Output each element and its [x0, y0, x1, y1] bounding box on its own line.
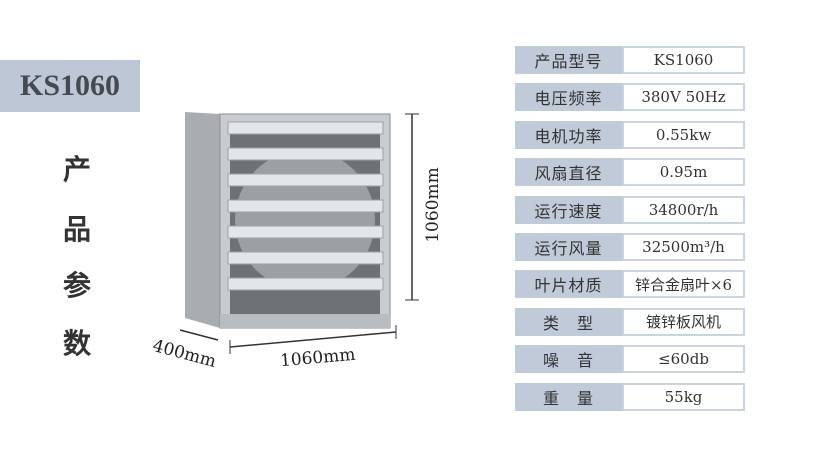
- spec-row: 噪 音≤60db: [515, 345, 745, 374]
- spec-value: ≤60db: [622, 345, 745, 374]
- spec-value: 锌合金扇叶×6: [622, 270, 745, 299]
- side-title-char: 参: [62, 269, 91, 302]
- spec-label: 电机功率: [515, 120, 622, 149]
- side-title-char: 数: [62, 327, 91, 360]
- spec-row: 叶片材质锌合金扇叶×6: [515, 270, 745, 299]
- spec-label: 类 型: [515, 307, 622, 336]
- spec-value: 55kg: [622, 382, 745, 411]
- side-title-char: 产: [62, 153, 91, 186]
- spec-value: 0.55kw: [622, 120, 745, 149]
- spec-value: 32500m³/h: [622, 233, 745, 261]
- spec-label: 运行风量: [515, 233, 622, 261]
- spec-value: 34800r/h: [622, 195, 745, 224]
- spec-row: 类 型镀锌板风机: [515, 307, 745, 336]
- spec-label: 噪 音: [515, 345, 622, 374]
- spec-label: 产品型号: [515, 46, 622, 74]
- spec-value: 镀锌板风机: [622, 307, 745, 336]
- fan-image: [179, 112, 419, 354]
- spec-label: 风扇直径: [515, 158, 622, 187]
- spec-label: 电压频率: [515, 83, 622, 112]
- spec-label: 运行速度: [515, 195, 622, 224]
- spec-label: 叶片材质: [515, 270, 622, 299]
- spec-value: 380V 50Hz: [622, 83, 745, 112]
- spec-value: 0.95m: [622, 158, 745, 187]
- height-dimension: 1060mm: [422, 167, 443, 243]
- side-title-char: 品: [62, 213, 91, 246]
- model-badge: KS1060: [0, 60, 140, 112]
- spec-label: 重 量: [515, 382, 622, 411]
- spec-value: KS1060: [622, 46, 745, 74]
